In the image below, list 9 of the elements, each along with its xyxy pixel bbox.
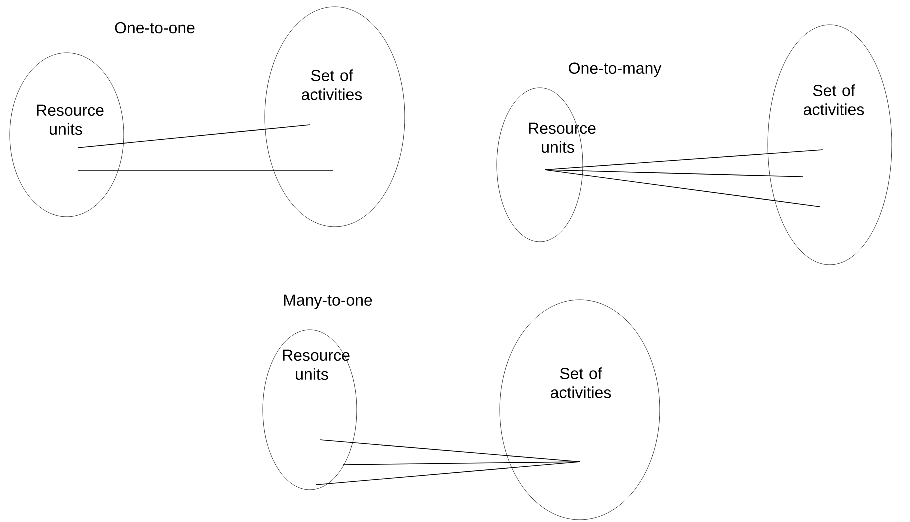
mapping-label: One-to-one: [115, 22, 195, 34]
connector-line: [544, 170, 820, 208]
connector-line: [544, 170, 804, 178]
mapping-label: Many-to-one: [284, 294, 372, 310]
connector-line: [78, 170, 334, 172]
connector-line: [342, 462, 580, 466]
connector-line: [78, 124, 310, 148]
mapping-label: One-to-many: [569, 62, 662, 78]
connector-line: [316, 462, 580, 486]
